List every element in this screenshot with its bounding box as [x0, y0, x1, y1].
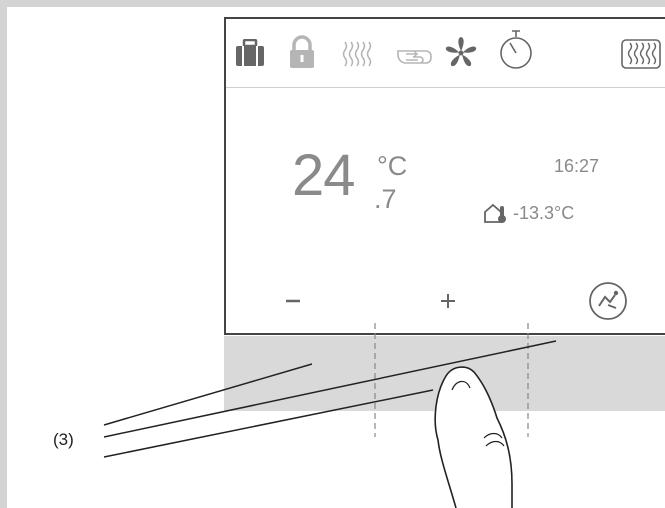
stopwatch-icon[interactable]: [498, 29, 534, 71]
room-temperature-decimal: .7: [374, 184, 397, 214]
suitcase-icon[interactable]: [235, 39, 265, 67]
decrease-temperature-button[interactable]: [276, 285, 310, 315]
outside-temperature: -13.3°C: [513, 203, 575, 223]
plus-icon: [441, 294, 455, 308]
frame-left-border: [0, 0, 7, 508]
temperature-unit: °C: [377, 151, 408, 181]
comfort-mode-icon: [589, 282, 627, 320]
outdoor-house-icon: [484, 203, 506, 223]
room-temperature-value: 24: [292, 143, 356, 208]
thermostat-display: 24 °C .7 16:27 -13.3°C: [224, 17, 665, 335]
comfort-mode-button[interactable]: [586, 279, 630, 323]
status-icon-bar: [226, 19, 665, 88]
heating-panel-icon[interactable]: [621, 39, 661, 69]
fan-icon[interactable]: [444, 36, 478, 70]
increase-temperature-button[interactable]: [433, 285, 463, 315]
heating-waves-icon[interactable]: [342, 39, 374, 67]
hand-icon[interactable]: [396, 43, 434, 67]
clock-time: 16:27: [554, 156, 600, 176]
finger-illustration: [434, 366, 513, 508]
padlock-icon[interactable]: [288, 35, 316, 69]
minus-icon: [286, 299, 300, 303]
callout-label: (3): [53, 430, 74, 449]
frame-top-border: [0, 0, 665, 7]
